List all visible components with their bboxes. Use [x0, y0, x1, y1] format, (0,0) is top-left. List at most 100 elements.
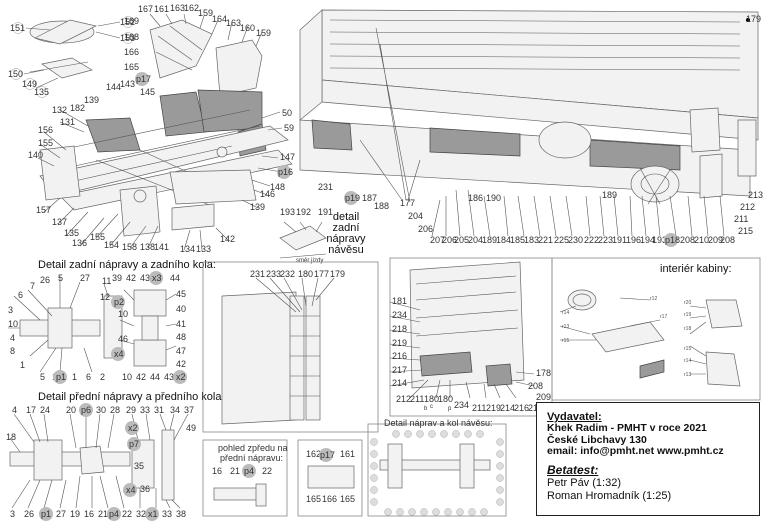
part-number-label: x3 — [152, 273, 162, 283]
svg-text:r13: r13 — [562, 324, 569, 330]
part-number-label: 139 — [84, 95, 99, 105]
part-number-label: 135 — [64, 228, 79, 238]
part-number-label: 162 — [306, 449, 321, 459]
part-number-label: 139 — [250, 202, 265, 212]
part-number-label: 177 — [314, 269, 329, 279]
part-number-label: 178 — [536, 368, 551, 378]
part-number-label: 156 — [38, 125, 53, 135]
part-number-label: 185 — [510, 235, 525, 245]
part-number-label: 182 — [70, 103, 85, 113]
rear-axle-detail-2: zadní — [333, 222, 360, 234]
part-number-label: 5 — [58, 273, 63, 283]
part-number-label: 4 — [12, 405, 17, 415]
part-number-label: 3 — [10, 509, 15, 519]
part-number-label: 59 — [284, 123, 294, 133]
part-number-label: 42 — [126, 273, 136, 283]
part-number-label: 179 — [330, 269, 345, 279]
part-number-label: 158 — [122, 242, 137, 252]
part-number-label: 20 — [66, 405, 76, 415]
part-number-label: 22 — [262, 466, 272, 476]
part-number-label: 206 — [418, 224, 433, 234]
part-number-label: 148 — [270, 182, 285, 192]
part-number-label: 141 — [154, 242, 169, 252]
part-number-label: 222 — [584, 235, 599, 245]
part-number-label: p1 — [41, 509, 51, 519]
part-number-label: 160 — [240, 23, 255, 33]
part-number-label: 133 — [196, 244, 211, 254]
direction-note: směr jízdy — [296, 258, 323, 264]
part-number-label: 234 — [392, 310, 407, 320]
svg-text:r20: r20 — [684, 300, 691, 306]
part-number-label: 17 — [26, 405, 36, 415]
credits-box: Vydavatel: Khek Radim - PMHT v roce 2021… — [536, 402, 760, 516]
part-number-label: 10 — [8, 319, 18, 329]
part-number-label: 180 — [438, 394, 453, 404]
part-number-label: 38 — [176, 509, 186, 519]
part-number-label: 134 — [180, 244, 195, 254]
publisher-contact: email: info@pmht.net www.pmht.cz — [547, 445, 724, 457]
part-number-label: 233 — [266, 269, 281, 279]
part-number-label: p7 — [129, 439, 139, 449]
part-number-label: 162 — [184, 3, 199, 13]
part-number-label: 132 — [52, 105, 67, 115]
part-number-label: 18 — [6, 432, 16, 442]
part-number-label: 24 — [40, 405, 50, 415]
part-number-label: 169 — [124, 16, 139, 26]
part-number-label: 163 — [170, 3, 185, 13]
part-number-label: 6 — [86, 372, 91, 382]
part-number-label: 138 — [140, 242, 155, 252]
part-number-label: 135 — [34, 87, 49, 97]
part-number-label: 5 — [40, 372, 45, 382]
part-number-label: 3 — [8, 305, 13, 315]
part-number-label: p17 — [320, 450, 335, 460]
small-box-detail: 162 p17 161 165 166 165 — [297, 439, 363, 517]
part-number-label: p6 — [81, 405, 91, 415]
svg-text:r14: r14 — [684, 358, 691, 364]
part-number-label: 183 — [524, 235, 539, 245]
front-axle-title: Detail přední nápravy a předního kola: — [38, 391, 225, 403]
part-number-label: 212 — [396, 394, 411, 404]
part-number-label: 208 — [720, 235, 735, 245]
part-number-label: p19 — [345, 193, 360, 203]
part-number-label: 27 — [56, 509, 66, 519]
part-number-label: p16 — [278, 167, 293, 177]
part-number-label: 192 — [296, 207, 311, 217]
part-number-label: 161 — [154, 4, 169, 14]
part-number-label: 37 — [184, 405, 194, 415]
part-number-label: x4 — [114, 349, 124, 359]
publisher-line-1: Khek Radim - PMHT v roce 2021 — [547, 422, 707, 434]
part-number-label: 216 — [392, 351, 407, 361]
part-number-label: 147 — [280, 152, 295, 162]
part-number-label: 153 — [120, 33, 135, 43]
betatester-1: Petr Páv (1:32) — [547, 476, 621, 489]
part-number-label: 43 — [140, 273, 150, 283]
part-number-label: 34 — [170, 405, 180, 415]
part-number-label: 145 — [140, 87, 155, 97]
part-number-label: 196 — [626, 235, 641, 245]
part-number-label: 168 — [124, 32, 139, 42]
part-number-label: 10 — [122, 372, 132, 382]
part-number-label: 209 — [708, 235, 723, 245]
rear-axle-detail-1: detail — [333, 211, 359, 223]
part-number-label: 219 — [392, 338, 407, 348]
part-number-label: 42 — [176, 359, 186, 369]
part-number-label: 225 — [554, 235, 569, 245]
part-number-label: 191 — [612, 235, 627, 245]
part-number-label: b — [424, 406, 428, 412]
part-number-label: 191 — [318, 207, 333, 217]
rear-axle-title: Detail zadní nápravy a zadního kola: — [38, 259, 216, 271]
part-number-label: 155 — [38, 138, 53, 148]
part-number-label: 137 — [52, 217, 67, 227]
part-number-label: 10 — [118, 309, 128, 319]
part-number-label: 142 — [220, 234, 235, 244]
part-number-label: 16 — [212, 466, 222, 476]
part-number-label: 179 — [746, 14, 761, 24]
part-number-label: p1 — [56, 372, 66, 382]
svg-text:r19: r19 — [684, 312, 691, 318]
part-number-label: 194 — [640, 235, 655, 245]
part-number-label: 205 — [454, 235, 469, 245]
part-number-label: 161 — [340, 449, 355, 459]
part-number-label: 42 — [136, 372, 146, 382]
part-number-label: 43 — [164, 372, 174, 382]
part-number-label: 11 — [102, 276, 111, 286]
